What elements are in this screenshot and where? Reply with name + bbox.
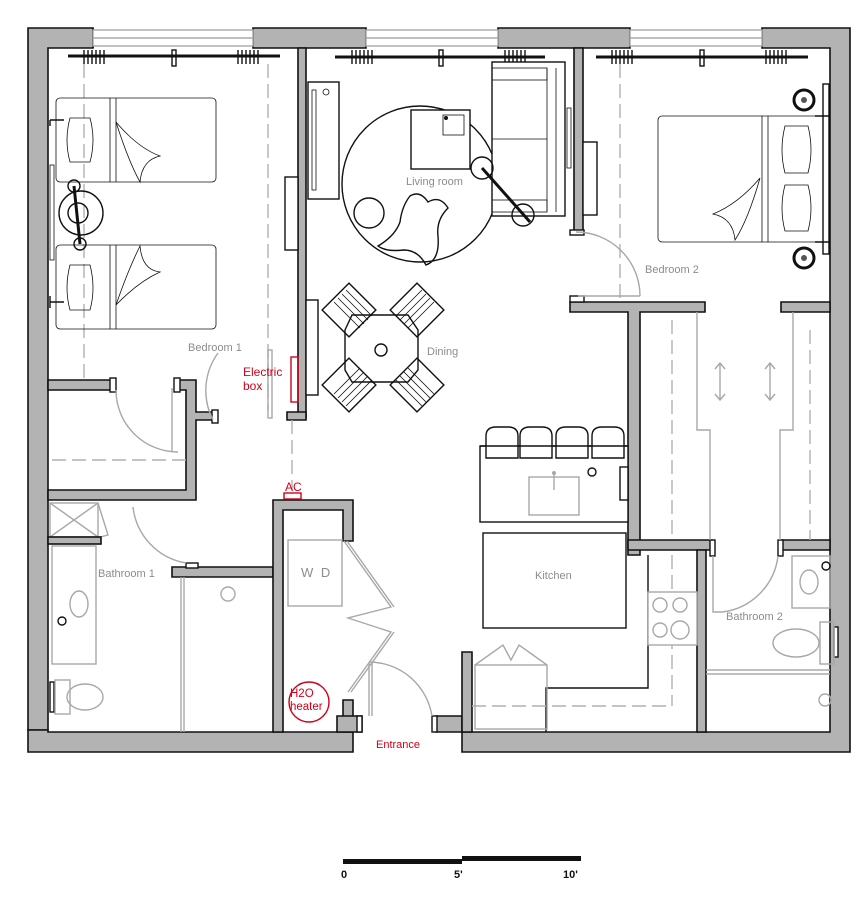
h2o-heater-label-line1: H2O <box>290 688 314 700</box>
room-label-bedroom-1: Bedroom 1 <box>188 342 242 354</box>
entrance-label: Entrance <box>376 739 421 751</box>
scale-tick-5: 5' <box>454 869 463 881</box>
washer-dryer-label: W D <box>301 565 333 580</box>
electric-box-label-line1: Electric <box>243 365 283 379</box>
electric-box-label-line2: box <box>243 379 263 393</box>
ac-label: AC <box>285 480 302 494</box>
h2o-heater-label: H2O heater <box>290 688 323 714</box>
bathroom-2-fixtures <box>706 555 839 707</box>
bedroom-1-furniture <box>49 49 299 461</box>
scale-tick-0: 0 <box>341 869 348 881</box>
sliding-door-arrows <box>714 361 776 402</box>
interior-walls <box>47 47 831 733</box>
scale-tick-10: 10' <box>563 869 578 881</box>
bathroom-1-fixtures <box>47 502 236 732</box>
electric-box-label: Electric box <box>243 365 282 393</box>
h2o-heater-label-line2: heater <box>290 701 323 713</box>
room-label-bathroom-1: Bathroom 1 <box>98 568 155 580</box>
exterior-walls <box>27 27 851 753</box>
room-label-kitchen: Kitchen <box>535 570 572 582</box>
bedroom-2-furniture <box>575 49 830 540</box>
room-label-bathroom-2: Bathroom 2 <box>726 611 783 623</box>
kitchen-furniture <box>472 426 698 732</box>
room-label-living-room: Living room <box>406 176 463 188</box>
living-room-furniture <box>307 49 572 266</box>
room-label-dining: Dining <box>427 346 459 358</box>
scale-bar <box>343 856 581 864</box>
room-label-bedroom-2: Bedroom 2 <box>645 264 699 276</box>
laundry-closet <box>283 356 433 723</box>
dining-furniture <box>305 282 445 413</box>
